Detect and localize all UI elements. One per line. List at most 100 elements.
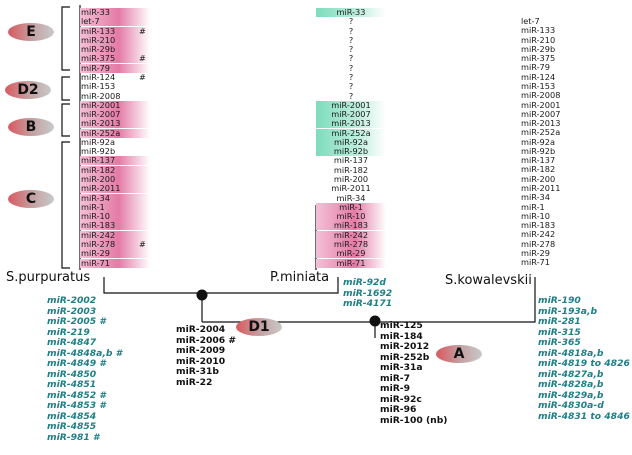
bracket-e bbox=[61, 6, 70, 71]
mirna-name: miR-2011 bbox=[521, 183, 561, 194]
mirna-name: miR-124 bbox=[521, 71, 556, 82]
mirna-name: miR-34 bbox=[336, 192, 366, 203]
mirna-row: miR-2007 bbox=[316, 110, 386, 120]
mirna-row: miR-200 bbox=[521, 173, 591, 184]
mirna-list-item: miR-96 bbox=[380, 404, 417, 415]
mirna-name: miR-1 bbox=[339, 201, 363, 212]
mirna-name: miR-29b bbox=[521, 43, 556, 54]
mirna-row: miR-137 bbox=[80, 155, 150, 166]
mirna-row: miR-2001 bbox=[521, 100, 591, 110]
mirna-name: ? bbox=[348, 44, 354, 55]
mirna-list-item: miR-92c bbox=[380, 393, 422, 405]
mirna-row: miR-183 bbox=[521, 221, 591, 230]
mirna-list-item: miR-9 bbox=[380, 383, 411, 394]
mirna-list-item: miR-315 bbox=[538, 326, 581, 338]
mirna-row: ? bbox=[316, 90, 386, 101]
mirna-row: ? bbox=[316, 71, 386, 82]
mirna-row: let-7 bbox=[80, 16, 150, 27]
mirna-list-item: miR-4850 bbox=[47, 368, 97, 380]
mirna-row: miR-2013 bbox=[521, 119, 591, 128]
mirna-row: miR-2007 bbox=[521, 109, 591, 119]
mirna-name: miR-200 bbox=[333, 174, 369, 185]
mirna-row: miR-2013 bbox=[316, 119, 386, 129]
mirna-list-item: miR-4831 to 4846 bbox=[538, 410, 630, 422]
group-badge-e: E bbox=[8, 23, 54, 41]
mirna-name: miR-10 bbox=[336, 211, 366, 222]
mirna-row: miR-183 bbox=[80, 220, 150, 231]
mirna-name: miR-200 bbox=[81, 174, 116, 185]
mirna-row: miR-278# bbox=[80, 240, 150, 249]
mirna-name: miR-2011 bbox=[81, 183, 121, 194]
node-d1-dot bbox=[196, 289, 208, 301]
mirna-list-item: miR-4829a,b bbox=[538, 389, 604, 401]
mirna-name: ? bbox=[348, 53, 354, 64]
mirna-list-item: miR-193a,b bbox=[538, 305, 598, 317]
mirna-name: miR-137 bbox=[81, 155, 116, 166]
mirna-list-item: miR-190 bbox=[538, 295, 581, 306]
mirna-name: miR-92a bbox=[81, 136, 115, 147]
mirna-row: miR-79 bbox=[80, 63, 150, 73]
mirna-list-item: miR-4827a,b bbox=[538, 368, 604, 380]
mirna-row: miR-2011 bbox=[80, 183, 150, 194]
mirna-row: miR-137 bbox=[521, 156, 591, 165]
mirna-row: miR-1 bbox=[80, 202, 150, 212]
mirna-list-item: miR-2005 # bbox=[47, 316, 106, 327]
mirna-name: miR-92b bbox=[81, 146, 116, 157]
mirna-row: miR-10 bbox=[80, 212, 150, 222]
mirna-row: miR-375 bbox=[521, 54, 591, 63]
mirna-name: let-7 bbox=[521, 16, 540, 26]
mirna-row: miR-33 bbox=[80, 8, 150, 17]
mirna-row: miR-2011 bbox=[316, 184, 386, 193]
mirna-row: miR-252a bbox=[80, 128, 150, 138]
mirna-name: miR-183 bbox=[81, 220, 116, 231]
mirna-row: ? bbox=[316, 82, 386, 91]
mirna-row: miR-124 bbox=[521, 71, 591, 82]
mirna-name: ? bbox=[348, 90, 354, 101]
mirna-list-item: miR-281 bbox=[538, 316, 581, 327]
mirna-name: ? bbox=[348, 34, 354, 45]
mirna-name: let-7 bbox=[81, 16, 100, 27]
mirna-name: miR-210 bbox=[521, 34, 556, 45]
mirna-list-item: miR-2006 # bbox=[176, 334, 237, 346]
mirna-row: ? bbox=[316, 34, 386, 45]
mirna-list-item: miR-4849 # bbox=[47, 358, 106, 369]
mirna-row: ? bbox=[316, 26, 386, 36]
mirna-row: ? bbox=[316, 17, 386, 26]
mirna-list-item: miR-31b bbox=[176, 366, 219, 377]
mirna-name: miR-92b bbox=[333, 146, 369, 157]
mirna-row: miR-133 bbox=[521, 26, 591, 35]
mirna-list-item: miR-2003 bbox=[47, 305, 97, 317]
mirna-list-item: miR-22 bbox=[176, 376, 213, 388]
mirna-flag-mark: # bbox=[139, 71, 146, 82]
mirna-row: let-7 bbox=[521, 17, 591, 26]
mirna-flag-mark: # bbox=[139, 53, 146, 64]
mirna-row: miR-1 bbox=[316, 201, 386, 212]
node-a-dot bbox=[369, 315, 381, 327]
mirna-list-item: miR-2009 bbox=[176, 345, 226, 356]
mirna-row: miR-92b bbox=[521, 146, 591, 156]
mirna-row: miR-10 bbox=[521, 211, 591, 221]
mirna-name: miR-375 bbox=[521, 53, 556, 64]
branch-root bbox=[202, 277, 536, 323]
mirna-flag-mark: # bbox=[139, 239, 146, 249]
mirna-name: miR-34 bbox=[521, 192, 550, 203]
mirna-name: miR-124 bbox=[81, 71, 116, 82]
mirna-name: miR-200 bbox=[521, 173, 556, 184]
mirna-row: miR-29b bbox=[80, 45, 150, 55]
mirna-name: miR-29 bbox=[336, 248, 366, 259]
species-label-kowalevskii: S.kowalevskii bbox=[445, 273, 532, 288]
mirna-name: miR-29 bbox=[81, 248, 110, 259]
mirna-list-item: miR-252b bbox=[380, 351, 430, 363]
mirna-row: miR-278 bbox=[316, 240, 386, 249]
mirna-row: ? bbox=[316, 45, 386, 54]
mirna-row: miR-2008 bbox=[521, 91, 591, 100]
mirna-name: miR-79 bbox=[521, 62, 550, 73]
mirna-name: ? bbox=[348, 71, 354, 82]
mirna-name: miR-1 bbox=[521, 201, 545, 212]
mirna-row: miR-242 bbox=[316, 230, 386, 240]
branch-purpuratus-miniata bbox=[103, 277, 339, 294]
mirna-row: miR-252a bbox=[521, 128, 591, 137]
